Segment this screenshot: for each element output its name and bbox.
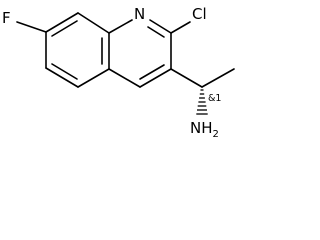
- chemical-structure: F N Cl NH2 &1: [2, 5, 235, 140]
- bond-n1-c2: [149, 19, 172, 34]
- bond-c8-c7-inner: [51, 20, 78, 37]
- bond-c3-c4: [139, 68, 172, 88]
- hashed-wedge-bond: [196, 89, 208, 115]
- bond-c7-f: [16, 21, 47, 33]
- bond-c4-c4a: [108, 68, 141, 88]
- amine-label: NH2: [190, 119, 219, 140]
- amine-subscript: 2: [213, 129, 219, 140]
- fluorine-label: F: [2, 9, 11, 27]
- bond-c3-chiral: [170, 68, 203, 88]
- bond-c5-c4a: [77, 68, 110, 88]
- bond-chiral-methyl: [201, 68, 235, 88]
- stereo-label: &1: [208, 93, 221, 104]
- bond-n1-c2-inner: [147, 26, 165, 38]
- ring-nitrogen-label: N: [134, 5, 145, 23]
- bond-c6-c5: [45, 67, 79, 88]
- amine-nh: NH: [190, 119, 213, 137]
- bond-c8a-n1: [108, 19, 133, 34]
- bond-c3-c4-inner: [139, 64, 165, 80]
- pyridine-ring: [108, 19, 172, 88]
- bond-c8a-c8: [77, 12, 110, 34]
- bond-c2-cl: [170, 21, 191, 34]
- benzo-ring: [45, 12, 110, 88]
- bond-c8-c7: [45, 12, 79, 33]
- bond-c6-c5-inner: [51, 63, 78, 80]
- chlorine-label: Cl: [192, 5, 207, 23]
